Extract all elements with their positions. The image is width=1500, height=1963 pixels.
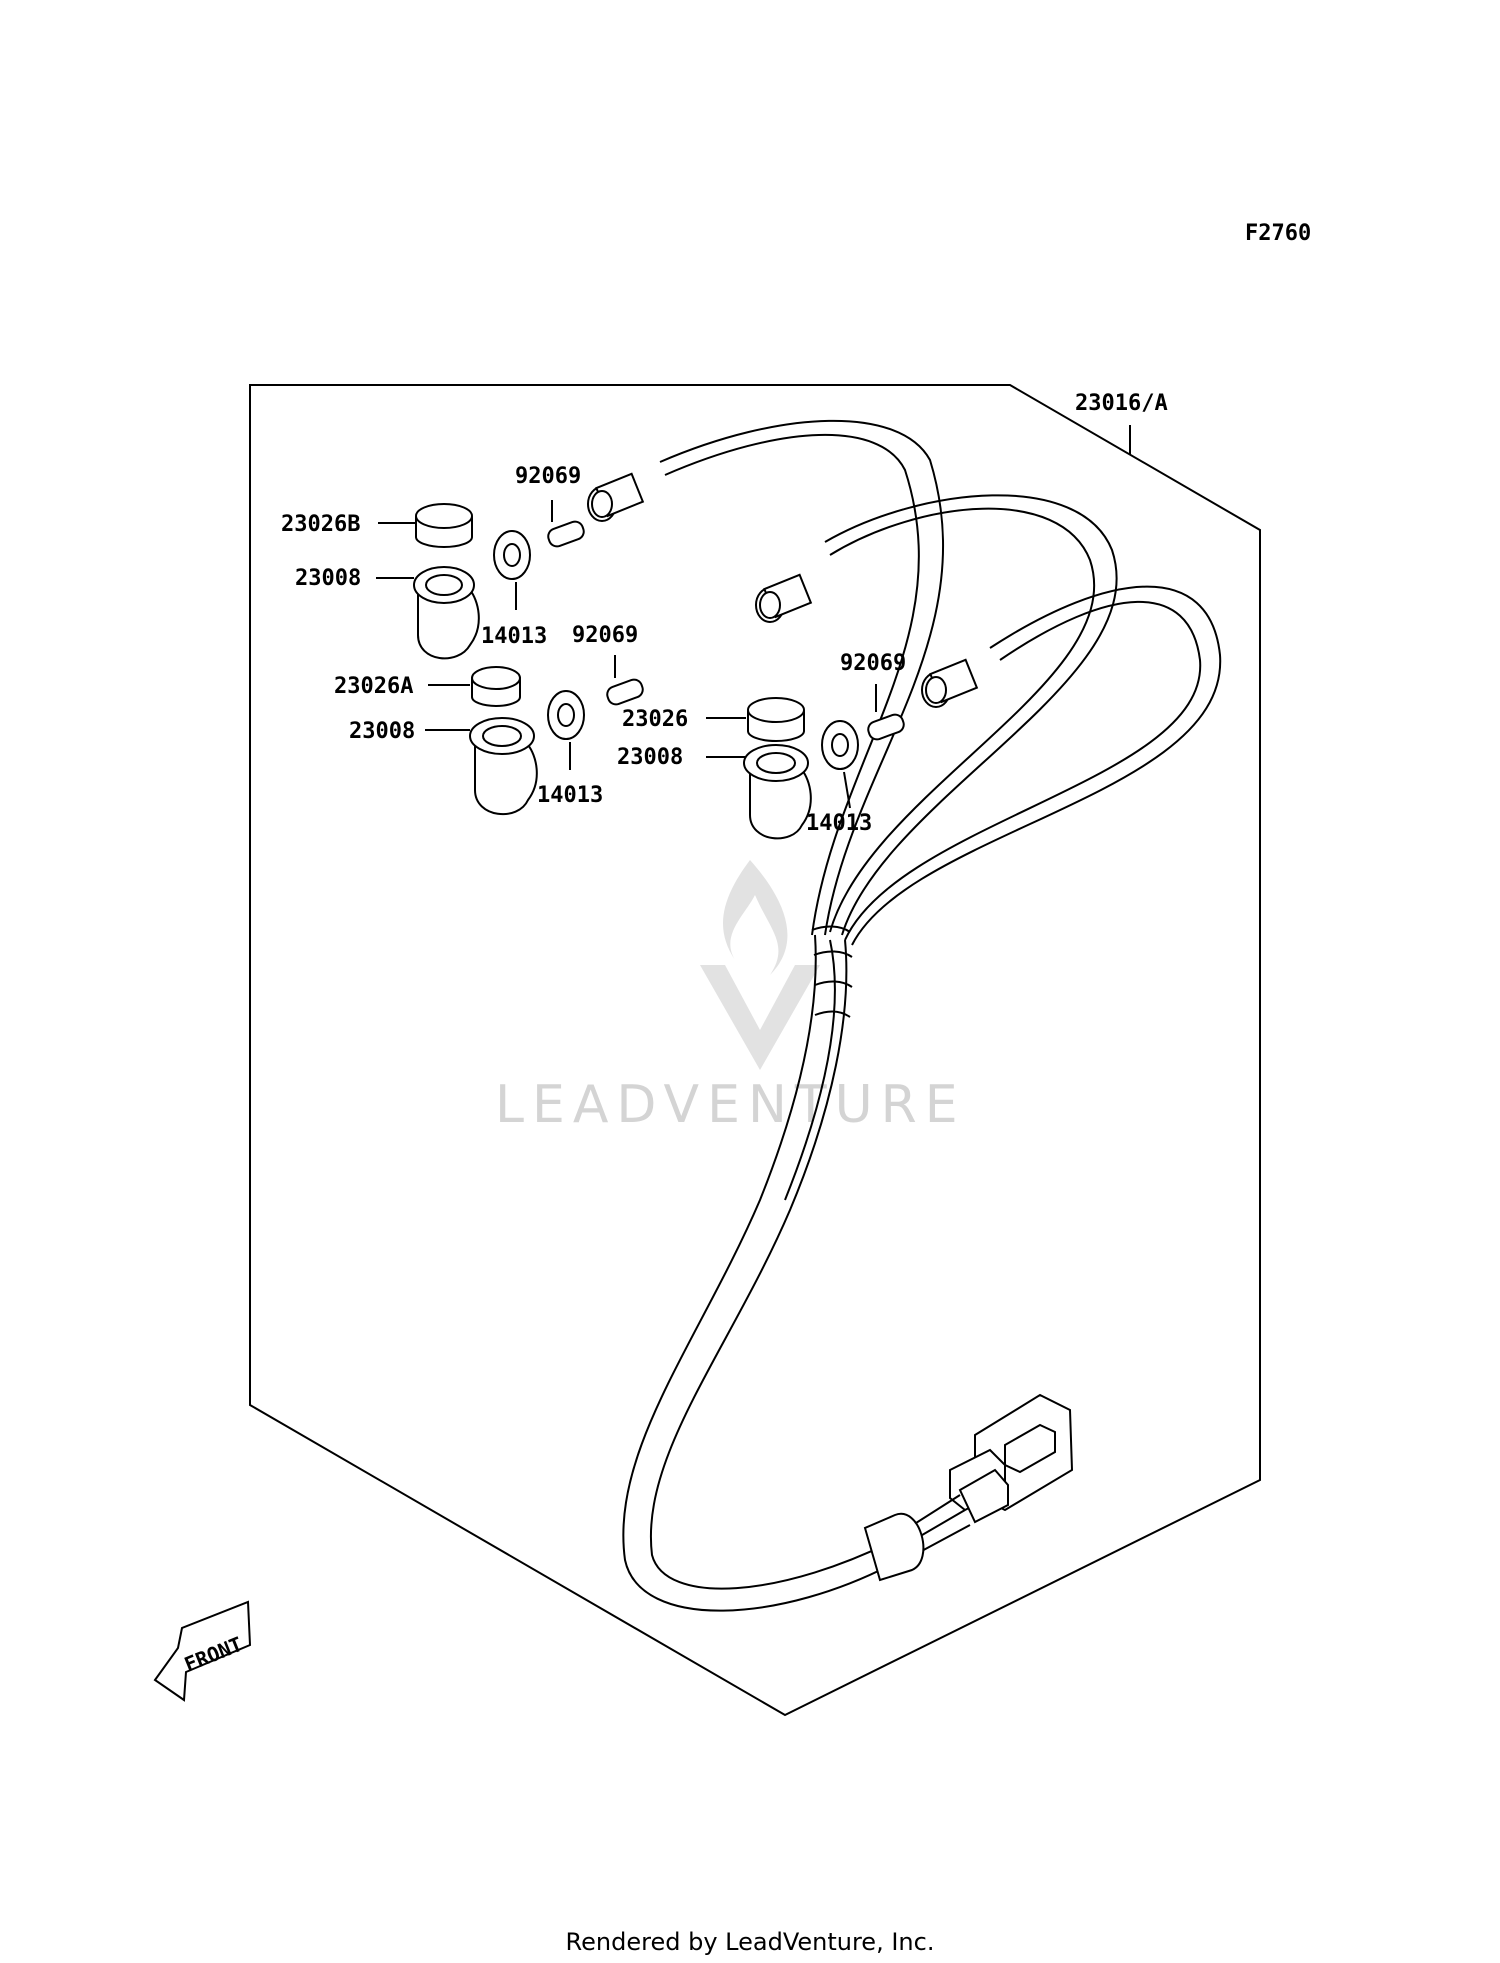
label-bulb-3: 92069: [840, 651, 906, 676]
label-cap-c: 23026: [622, 707, 688, 732]
socket-23008-2: [469, 717, 538, 816]
harness-connector: [863, 1393, 1074, 1582]
cap-23026: [747, 697, 805, 742]
diagram-frame: [249, 384, 1261, 1717]
label-bulb-1: 92069: [515, 464, 581, 489]
watermark-text: LEADVENTURE: [495, 1075, 966, 1135]
label-socket-2: 23008: [349, 719, 415, 744]
socket-23008-3: [743, 744, 812, 840]
socket-23008-1: [413, 566, 480, 660]
cap-23026a: [471, 666, 521, 707]
bulb-3: [867, 713, 905, 741]
v-logo-icon: [700, 965, 820, 1070]
harness-socket-2: [755, 573, 813, 623]
grommet-14013-2: [547, 690, 585, 740]
label-cap-a: 23026A: [334, 674, 413, 699]
flame-logo-icon: [723, 860, 788, 975]
grommet-14013-3: [821, 720, 859, 770]
label-socket-3: 23008: [617, 745, 683, 770]
footer-credit: Rendered by LeadVenture, Inc.: [566, 1928, 935, 1956]
harness-socket-3: [921, 658, 979, 708]
label-bulb-2: 92069: [572, 623, 638, 648]
label-socket-1: 23008: [295, 566, 361, 591]
front-arrow: FRONT: [153, 1600, 252, 1702]
harness-socket-1: [587, 472, 645, 522]
label-grommet-1: 14013: [481, 624, 547, 649]
label-grommet-2: 14013: [537, 783, 603, 808]
wiring-harness: [622, 419, 1222, 1612]
leadventure-watermark: LEADVENTURE: [495, 860, 966, 1135]
grommet-14013-1: [493, 530, 531, 580]
cap-23026b: [415, 503, 473, 548]
leader-lines: [376, 425, 1131, 809]
figure-code: F2760: [1245, 221, 1311, 246]
bulb-1: [547, 520, 585, 548]
label-grommet-3: 14013: [806, 811, 872, 836]
label-harness: 23016/A: [1075, 391, 1168, 416]
label-cap-b: 23026B: [281, 512, 360, 537]
bulb-2: [606, 678, 644, 706]
